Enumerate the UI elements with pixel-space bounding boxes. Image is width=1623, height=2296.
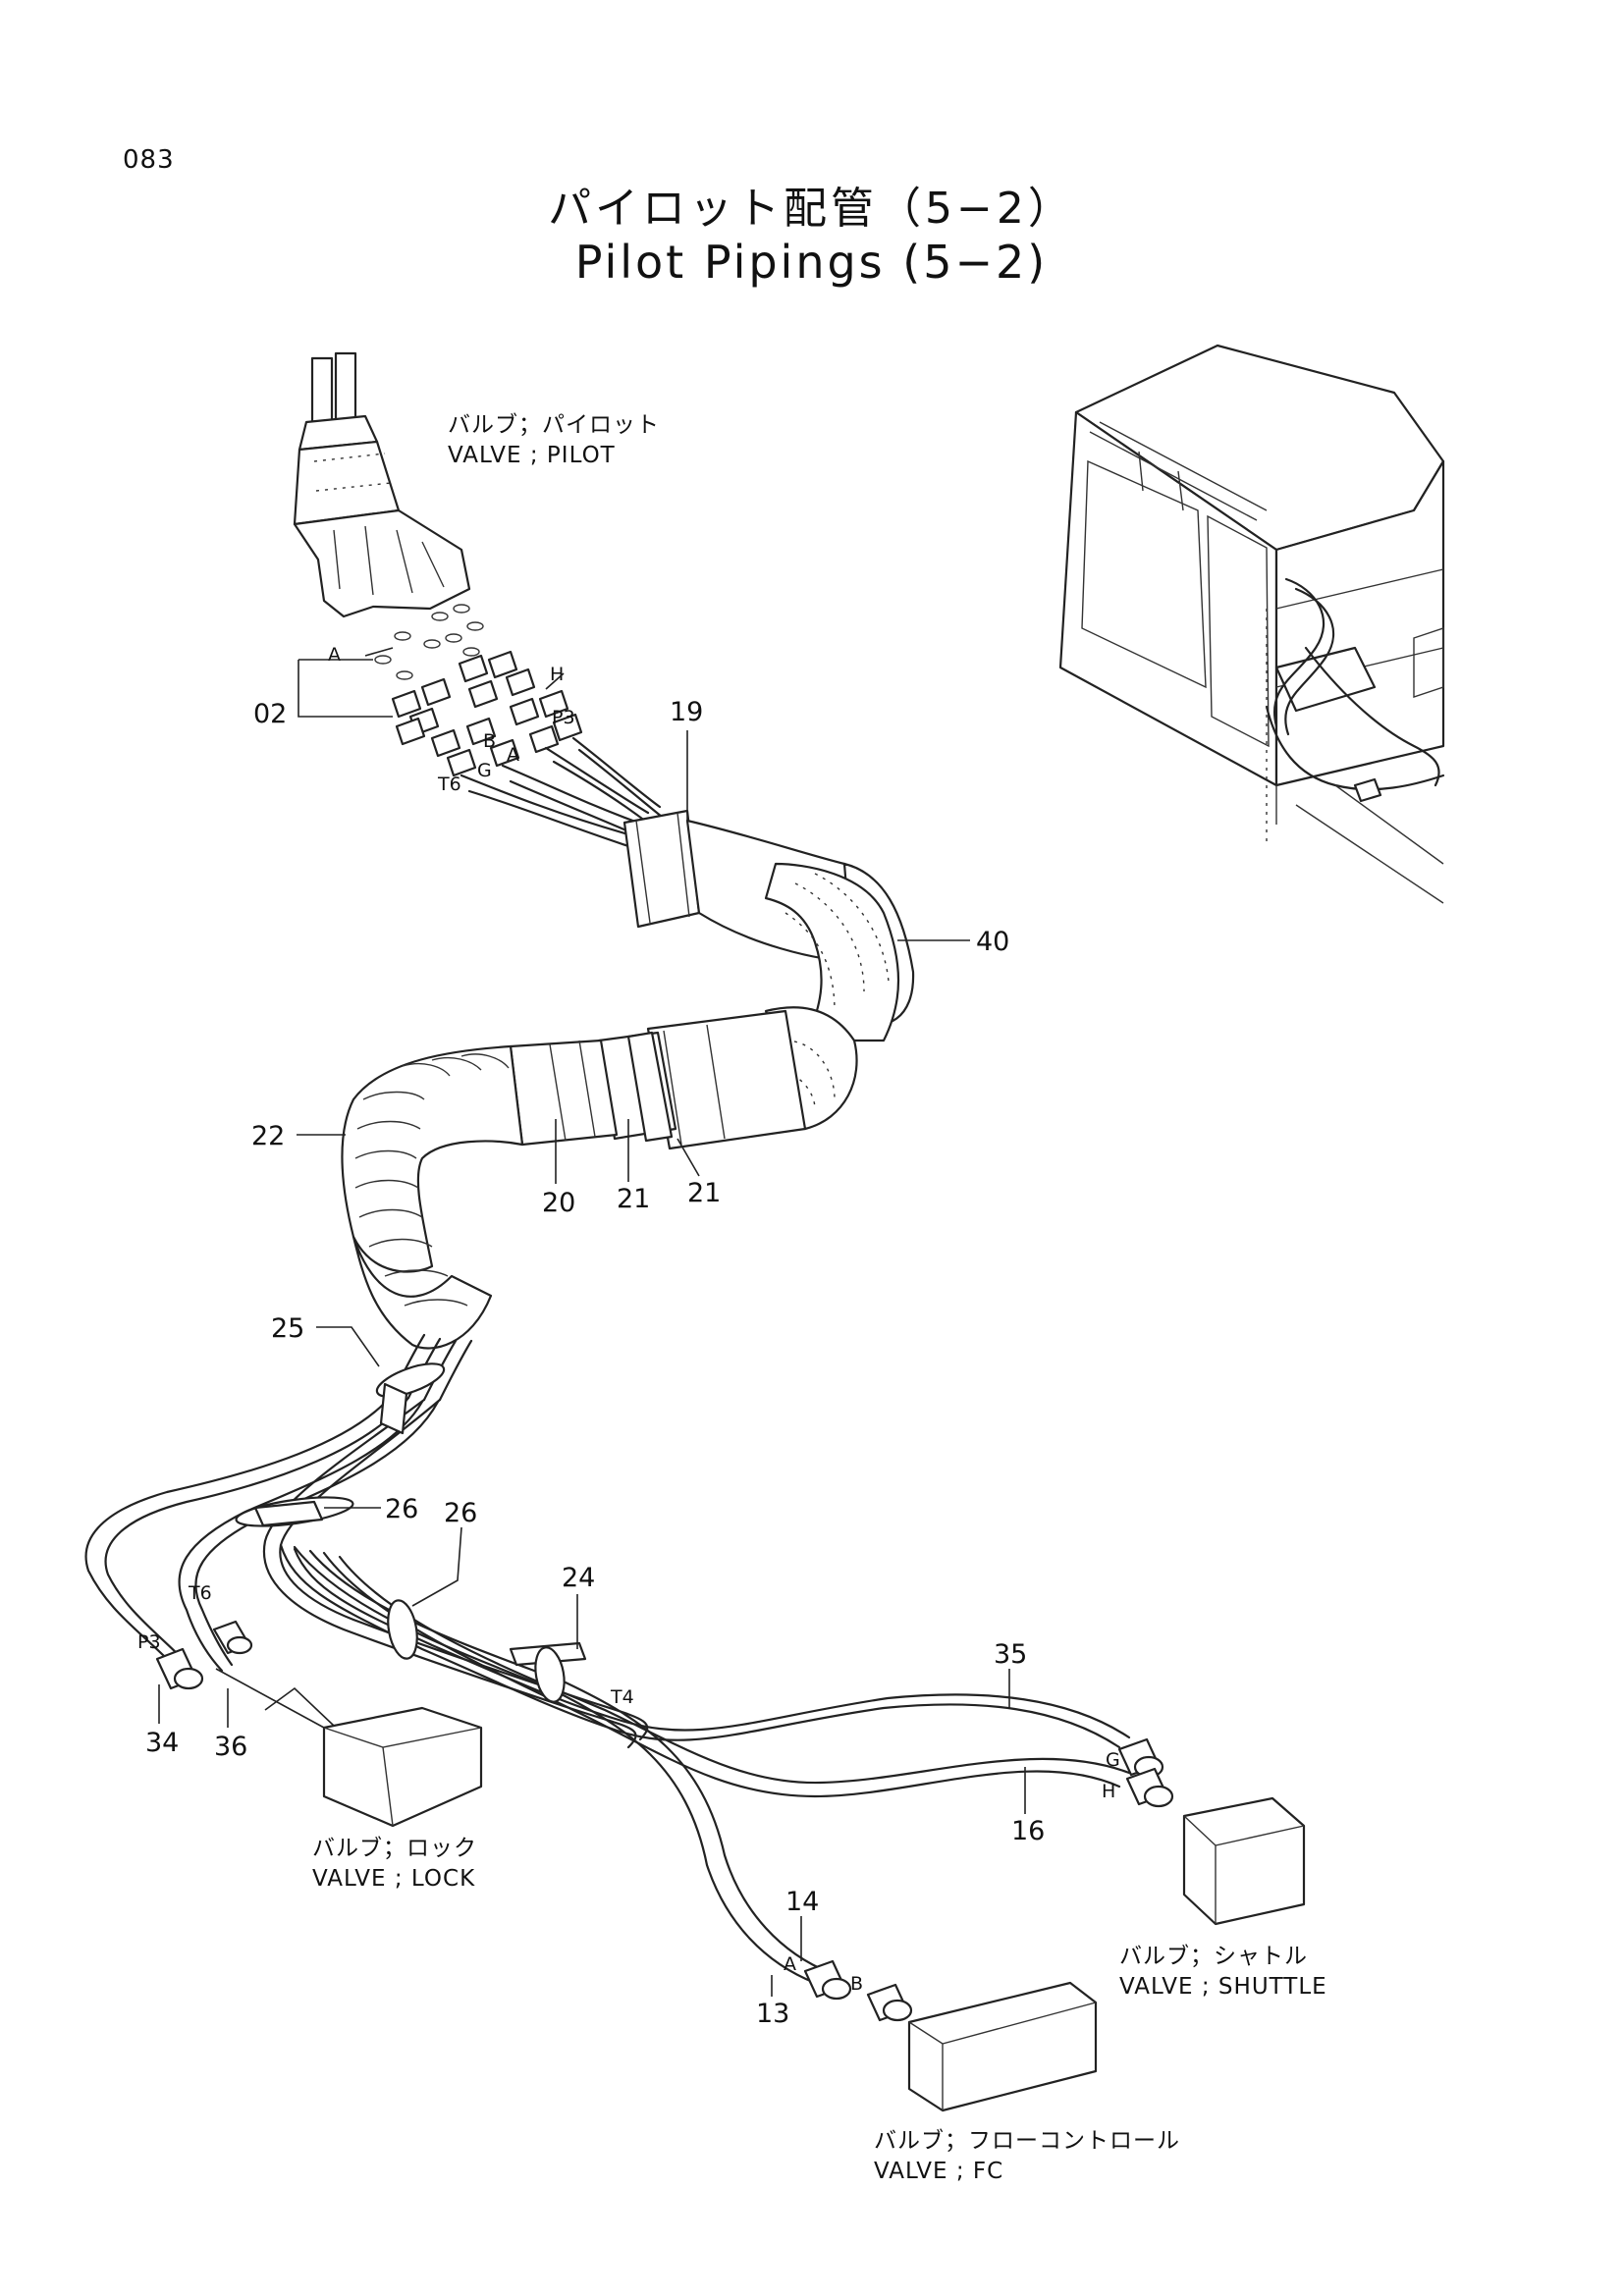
callout-20: 20 bbox=[542, 1188, 576, 1218]
lock-valve-label: バルブ；ロック VALVE ; LOCK bbox=[312, 1834, 477, 1895]
callout-13: 13 bbox=[756, 1999, 790, 2029]
spiral-guard bbox=[341, 1044, 524, 1350]
page-number: 083 bbox=[123, 145, 175, 175]
callout-26-left: 26 bbox=[385, 1494, 419, 1524]
callout-34: 34 bbox=[145, 1728, 180, 1758]
port-h-top: H bbox=[550, 664, 565, 685]
callout-35: 35 bbox=[994, 1639, 1028, 1670]
lock-valve-label-en: VALVE ; LOCK bbox=[312, 1866, 476, 1892]
lock-valve-fittings bbox=[155, 1620, 253, 1690]
shuttle-valve-label-jp: バルブ；シャトル bbox=[1119, 1944, 1308, 1969]
shuttle-valve-drawing bbox=[1117, 1737, 1306, 1926]
lower-hose-bundle bbox=[84, 1333, 1131, 1985]
port-b-fc: B bbox=[850, 1973, 864, 1995]
pilot-valve-drawing bbox=[293, 351, 484, 680]
callout-24: 24 bbox=[562, 1563, 596, 1593]
lock-valve-label-jp: バルブ；ロック bbox=[312, 1836, 477, 1861]
port-b-top: B bbox=[483, 730, 497, 752]
port-a-fc: A bbox=[784, 1953, 796, 1975]
callout-26-right: 26 bbox=[444, 1498, 478, 1528]
callout-40: 40 bbox=[976, 927, 1010, 957]
cab-illustration bbox=[1058, 344, 1445, 904]
port-h-shuttle: H bbox=[1102, 1781, 1116, 1802]
callout-22: 22 bbox=[251, 1121, 286, 1151]
fc-valve-label: バルブ；フローコントロール VALVE ; FC bbox=[874, 2126, 1180, 2187]
callout-25: 25 bbox=[271, 1313, 305, 1344]
callout-21-left: 21 bbox=[617, 1184, 651, 1214]
fc-valve-drawing bbox=[803, 1959, 1098, 2112]
fc-valve-label-en: VALVE ; FC bbox=[874, 2159, 1004, 2184]
port-p3-lock: P3 bbox=[137, 1631, 161, 1653]
port-g-top: G bbox=[477, 760, 492, 781]
pilot-valve-label-en: VALVE ; PILOT bbox=[448, 443, 616, 468]
port-t6-top: T6 bbox=[438, 774, 461, 795]
hose-clamps bbox=[235, 1362, 587, 1703]
page-title-japanese: パイロット配管（5−2） bbox=[548, 184, 1075, 234]
port-a-top: A bbox=[328, 644, 341, 666]
hose-protector bbox=[509, 809, 915, 1150]
callout-02: 02 bbox=[253, 699, 288, 729]
port-t6-lock: T6 bbox=[189, 1582, 212, 1604]
top-fittings bbox=[391, 650, 583, 777]
fc-valve-label-jp: バルブ；フローコントロール bbox=[874, 2128, 1180, 2154]
port-t4: T4 bbox=[611, 1686, 634, 1708]
port-g-shuttle: G bbox=[1106, 1749, 1120, 1771]
callout-36: 36 bbox=[214, 1732, 248, 1762]
pilot-valve-label: バルブ；パイロット VALVE ; PILOT bbox=[448, 410, 660, 471]
lock-valve-drawing bbox=[215, 1668, 483, 1828]
port-a2-top: A bbox=[507, 744, 519, 766]
callout-21-right: 21 bbox=[687, 1178, 722, 1208]
callout-19: 19 bbox=[670, 697, 704, 727]
callout-14: 14 bbox=[785, 1887, 820, 1917]
shuttle-valve-label: バルブ；シャトル VALVE ; SHUTTLE bbox=[1119, 1942, 1327, 2002]
shuttle-valve-label-en: VALVE ; SHUTTLE bbox=[1119, 1974, 1327, 2000]
port-p3-top: P3 bbox=[552, 707, 575, 728]
page-title-english: Pilot Pipings (5−2) bbox=[574, 236, 1049, 289]
pilot-valve-label-jp: バルブ；パイロット bbox=[448, 412, 660, 438]
callout-16: 16 bbox=[1011, 1816, 1046, 1846]
